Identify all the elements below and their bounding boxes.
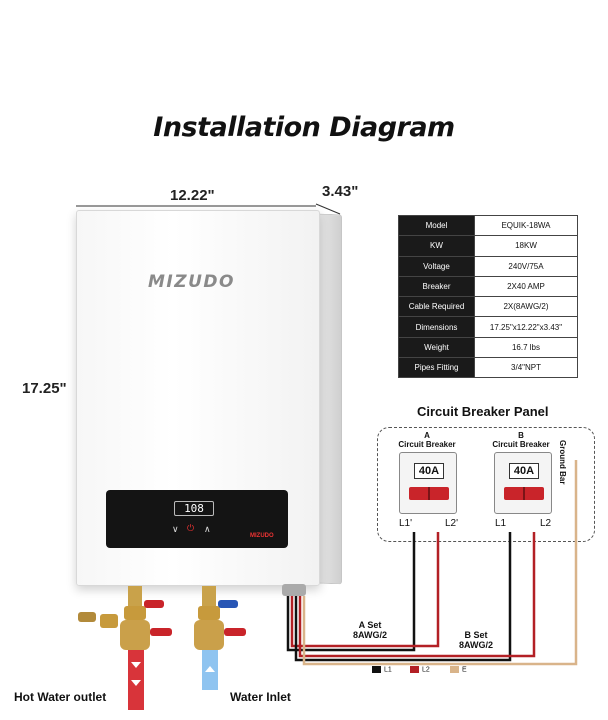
spec-key: Voltage (398, 255, 475, 277)
panel-title: Circuit Breaker Panel (417, 404, 549, 419)
panel-logo: MIZUDO (250, 533, 274, 539)
breaker-a-label: A Circuit Breaker (392, 431, 462, 449)
water-inlet-label: Water Inlet (230, 690, 291, 704)
breaker-b-lever[interactable] (504, 487, 544, 500)
breaker-b-l1-label: L1 (495, 518, 507, 529)
temperature-display: 108 (174, 501, 214, 516)
spec-value: 3/4"NPT (474, 357, 578, 379)
breaker-b[interactable]: 40A (494, 452, 552, 514)
legend-l2-swatch (410, 666, 419, 673)
hot-water-outlet-label: Hot Water outlet (14, 690, 107, 704)
b-set-name: B Set (464, 630, 488, 640)
breaker-a-caption: Circuit Breaker (398, 440, 456, 449)
spec-key: Model (398, 214, 475, 237)
diagram-title: Installation Diagram (153, 112, 455, 143)
b-set-label: B Set 8AWG/2 (452, 630, 500, 650)
breaker-a-l1-label: L1' (399, 518, 413, 529)
legend-e-swatch (450, 666, 459, 673)
depth-dimension: 3.43" (322, 183, 359, 200)
spec-key: Cable Required (398, 296, 475, 318)
legend-e-label: E (462, 666, 467, 674)
spec-key: Weight (398, 336, 475, 359)
breaker-b-letter: B (518, 431, 524, 440)
down-button-icon[interactable]: ∨ (172, 524, 179, 534)
power-button-icon[interactable]: ⏻ (187, 523, 195, 533)
legend-e: E (450, 666, 467, 673)
up-button-icon[interactable]: ∧ (204, 524, 211, 534)
breaker-a-lever[interactable] (409, 487, 449, 500)
ground-bar-label: Ground Bar (558, 440, 567, 485)
spec-value: 240V/75A (474, 255, 578, 277)
breaker-a-l2-label: L2' (445, 518, 459, 529)
a-set-name: A Set (358, 620, 382, 630)
a-set-label: A Set 8AWG/2 (346, 620, 394, 640)
width-dimension: 12.22" (170, 187, 215, 204)
breaker-a[interactable]: 40A (399, 452, 457, 514)
legend-l1-swatch (372, 666, 381, 673)
legend-l2-label: L2 (422, 666, 430, 674)
legend-l1: L1 (372, 666, 392, 673)
spec-value: 16.7 lbs (474, 336, 578, 359)
breaker-b-label: B Circuit Breaker (486, 431, 556, 449)
spec-value: EQUIK-18WA (474, 214, 578, 237)
spec-key: Dimensions (398, 316, 475, 338)
height-dimension: 17.25" (22, 380, 67, 397)
breaker-b-caption: Circuit Breaker (492, 440, 550, 449)
legend-l1-label: L1 (384, 666, 392, 674)
brand-logo: MIZUDO (148, 272, 235, 292)
breaker-a-letter: A (424, 431, 430, 440)
breaker-panel-box (377, 427, 595, 542)
a-set-gauge: 8AWG/2 (352, 630, 387, 640)
spec-value: 2X(8AWG/2) (474, 296, 578, 318)
legend-l2: L2 (410, 666, 430, 673)
control-panel (106, 490, 288, 548)
breaker-b-rating: 40A (509, 463, 539, 479)
breaker-a-rating: 40A (414, 463, 444, 479)
b-set-gauge: 8AWG/2 (458, 640, 493, 650)
breaker-b-l2-label: L2 (540, 518, 552, 529)
